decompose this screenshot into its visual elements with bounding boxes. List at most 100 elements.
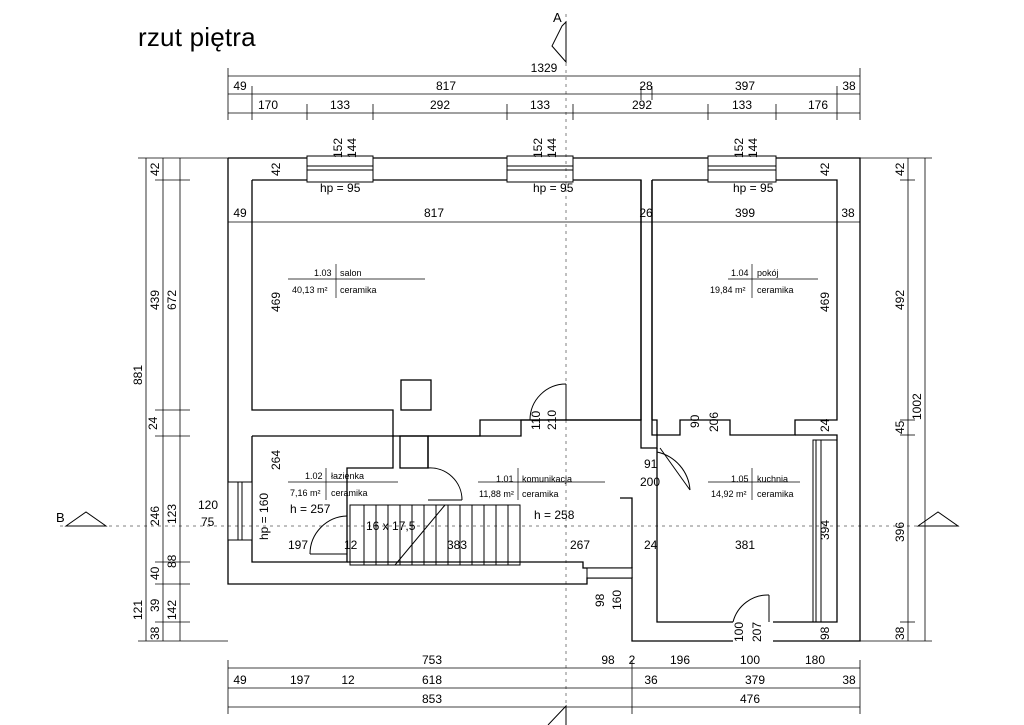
- side-win-75: 75: [201, 515, 215, 529]
- win2-152: 152: [531, 138, 545, 158]
- dim-r3-133a: 133: [330, 98, 350, 112]
- right-1002: 1002: [910, 393, 924, 420]
- h-corridor: h = 258: [534, 508, 575, 522]
- bot2-379: 379: [745, 673, 765, 687]
- dim-top-817: 817: [436, 79, 456, 93]
- d394: 394: [818, 520, 832, 540]
- room-103-area: 40,13 m²: [292, 285, 328, 295]
- d91: 91: [644, 457, 658, 471]
- dim-r3-292b: 292: [632, 98, 652, 112]
- in-38: 38: [841, 206, 855, 220]
- room-104-finish: ceramika: [757, 285, 794, 295]
- left-88: 88: [165, 554, 179, 568]
- bot-753: 753: [422, 653, 442, 667]
- room-label-lines: [288, 264, 818, 500]
- win3-152: 152: [732, 138, 746, 158]
- dim-r3-176: 176: [808, 98, 828, 112]
- d210: 210: [545, 410, 559, 430]
- room-101-name: komunikacja: [522, 474, 572, 484]
- right-45: 45: [893, 420, 907, 434]
- bot-98: 98: [601, 653, 615, 667]
- section-markers: [64, 20, 960, 725]
- d90: 90: [688, 414, 702, 428]
- hp-side: hp = 160: [257, 493, 271, 540]
- side-win-120: 120: [198, 498, 218, 512]
- dim-top-28: 28: [639, 79, 653, 93]
- dim-r3-133c: 133: [732, 98, 752, 112]
- win2-144: 144: [545, 138, 559, 158]
- bot2-12: 12: [341, 673, 355, 687]
- d98-b: 98: [818, 626, 832, 640]
- doors: [309, 383, 770, 623]
- left-142: 142: [165, 600, 179, 620]
- inner-dimensions: 49 817 26 399 38: [233, 206, 855, 220]
- left-439: 439: [148, 290, 162, 310]
- left-881: 881: [131, 365, 145, 385]
- h-bath: h = 257: [290, 502, 331, 516]
- hp-notes: hp = 95 hp = 95 hp = 95: [320, 181, 774, 195]
- bot3-853: 853: [422, 692, 442, 706]
- room-104-name: pokój: [757, 268, 779, 278]
- room-105-area: 14,92 m²: [711, 489, 747, 499]
- dim-top-49: 49: [233, 79, 247, 93]
- bot-2: 2: [629, 653, 636, 667]
- bot2-49: 49: [233, 673, 247, 687]
- d160: 160: [610, 590, 624, 610]
- bot3-476: 476: [740, 692, 760, 706]
- pokoj-469: 469: [818, 292, 832, 312]
- d264: 264: [269, 450, 283, 470]
- level-notes: h = 257 h = 258 16 x 17,5 hp = 160: [257, 493, 575, 540]
- dim-top-total: 1329: [531, 61, 558, 75]
- section-b-label: B: [56, 510, 65, 525]
- d207: 207: [750, 622, 764, 642]
- d110: 110: [529, 411, 543, 430]
- left-42: 42: [148, 162, 162, 176]
- left-dimensions: 881 42 439 246 40 121 38 672 123 88 39 1…: [131, 162, 218, 640]
- bot2-197: 197: [290, 673, 310, 687]
- windows: [227, 155, 838, 623]
- drawing-title: rzut piętra: [138, 22, 256, 52]
- dim-r3-292a: 292: [430, 98, 450, 112]
- d206: 206: [707, 412, 721, 432]
- room-102-name: łazienka: [331, 471, 364, 481]
- window-heights: 152 144 152 144 152 144 42 42: [269, 138, 832, 176]
- room-labels: 1.03 salon 40,13 m² ceramika 1.04 pokój …: [290, 268, 794, 499]
- dim-r3-133b: 133: [530, 98, 550, 112]
- wall-42-l: 42: [269, 162, 283, 176]
- right-396: 396: [893, 522, 907, 542]
- win1-144: 144: [345, 138, 359, 158]
- bot2-38: 38: [842, 673, 856, 687]
- room-102-finish: ceramika: [331, 488, 368, 498]
- d24-a: 24: [146, 416, 160, 430]
- bot-180: 180: [805, 653, 825, 667]
- dim-top-38: 38: [842, 79, 856, 93]
- bot2-36: 36: [644, 673, 658, 687]
- left-40: 40: [148, 566, 162, 580]
- outer-walls: [227, 157, 861, 642]
- room-101-number: 1.01: [496, 474, 514, 484]
- left-123: 123: [165, 504, 179, 524]
- room-102-area: 7,16 m²: [290, 488, 321, 498]
- left-121: 121: [131, 600, 145, 620]
- d200: 200: [640, 475, 660, 489]
- room-103-name: salon: [340, 268, 362, 278]
- d12-a: 12: [344, 538, 358, 552]
- bot2-618: 618: [422, 673, 442, 687]
- left-672: 672: [165, 290, 179, 310]
- right-dimensions: 42 492 45 396 38 1002: [893, 162, 924, 640]
- dim-r3-170: 170: [258, 98, 278, 112]
- bottom-dimensions: 753 98 2 196 100 180 49 197 12 618 36 37…: [233, 653, 856, 706]
- room-103-number: 1.03: [314, 268, 332, 278]
- top-dimensions: 1329 49 817 28 397 38 170 133 292 133 29…: [233, 61, 856, 112]
- win1-152: 152: [331, 138, 345, 158]
- in-817: 817: [424, 206, 444, 220]
- in-399: 399: [735, 206, 755, 220]
- interior-dimensions: 110 210 90 206 24 264 91 200 394 197 12 …: [146, 410, 832, 642]
- d383: 383: [447, 538, 467, 552]
- bot-196: 196: [670, 653, 690, 667]
- stairs-spec: 16 x 17,5: [366, 519, 416, 533]
- bot-100: 100: [740, 653, 760, 667]
- room-101-area: 11,88 m²: [479, 489, 514, 499]
- d24-c: 24: [644, 538, 658, 552]
